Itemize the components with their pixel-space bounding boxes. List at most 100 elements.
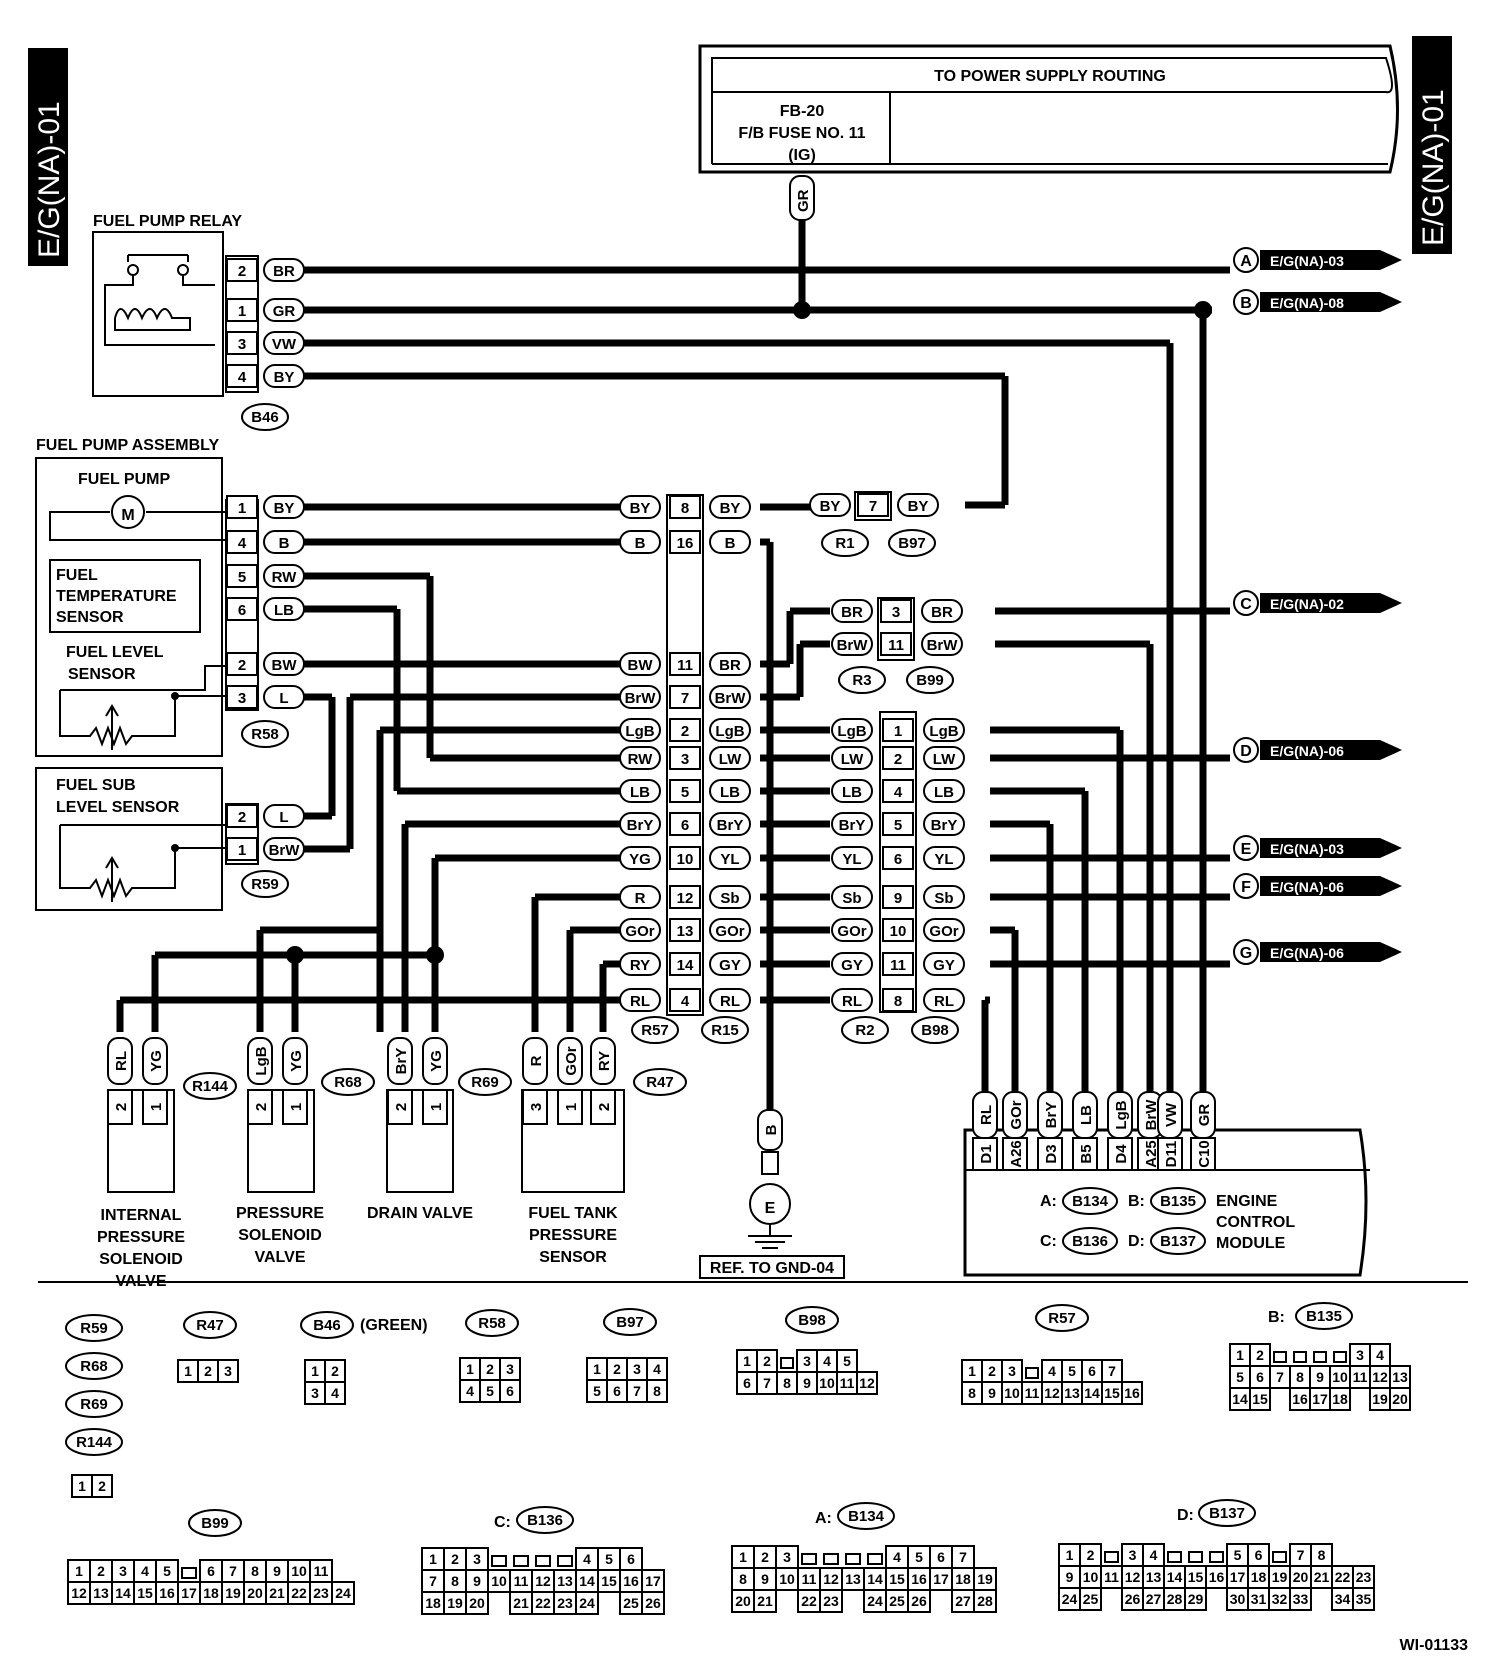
- r2-pin-11: 11: [890, 957, 906, 974]
- legend-b137-grid-cell-2-3: 26: [1125, 1591, 1141, 1607]
- legend-b134-grid-cell-0-10: 7: [959, 1549, 967, 1565]
- legend-b98-grid-cell-1-6: 12: [859, 1375, 875, 1391]
- r1-wire: BY: [820, 498, 841, 515]
- legend-stack-1-shape: [65, 1352, 123, 1380]
- assembly-pin-6: 6: [238, 602, 246, 619]
- legend-b136-grid-cell-0-9: 6: [627, 1551, 635, 1567]
- legend-r57-grid-cell-1-0: 8: [968, 1385, 976, 1401]
- r57-wire-4-shape: [619, 718, 661, 742]
- assembly-wire-B-shape: [263, 530, 305, 554]
- legend-small-cell-0-1: 2: [98, 1478, 106, 1494]
- r57-pin-3-shape: [669, 746, 701, 770]
- legend-r58-grid-cell-0-1: 2: [486, 1361, 494, 1377]
- ecm-b-label: B:: [1128, 1193, 1145, 1210]
- legend-b135: B135: [1306, 1308, 1342, 1325]
- legend-b137-grid-cell-0-8: 5: [1234, 1547, 1242, 1563]
- legend-r58-shape: [465, 1309, 519, 1337]
- legend-b134-grid-cell-1-8: 16: [911, 1571, 927, 1587]
- legend-b99-grid-cell-1-1: 13: [93, 1585, 109, 1601]
- r57-pin-11-shape: [669, 652, 701, 676]
- legend-b97-grid-cell-0-2: 3: [633, 1361, 641, 1377]
- sub-wire-L: L: [279, 809, 288, 826]
- legend-b136-grid-cell-0-0: 1: [429, 1551, 437, 1567]
- legend-r57-grid-cell-1-4: 12: [1044, 1385, 1060, 1401]
- assembly-wire-BW: BW: [272, 657, 298, 674]
- valve-0-pin-shape-1: [142, 1089, 168, 1125]
- b98-wire-0-shape: [923, 718, 965, 742]
- legend-stack-3-shape: [65, 1428, 123, 1456]
- valve-3-pin-shape-1: [557, 1089, 583, 1125]
- legend-b137-grid-cell-1-0: 9: [1066, 1569, 1074, 1585]
- legend-b99-grid-cell-0-3: 4: [141, 1563, 149, 1579]
- ecm-pin-shape-0: [972, 1137, 998, 1171]
- r57-wire-12: RL: [630, 993, 650, 1010]
- legend-b134-grid-key-0-3: [801, 1553, 817, 1565]
- relay-connector: B46: [251, 409, 279, 426]
- b99-wire-1-shape: [921, 632, 963, 656]
- valve-1-wire-0: LgB: [253, 1046, 270, 1075]
- legend-b135-grid-cell-2-0: 14: [1232, 1391, 1248, 1407]
- legend-b135-grid-key-0-4: [1313, 1351, 1327, 1363]
- legend-b134-grid-cell-2-7: 25: [889, 1593, 905, 1609]
- legend-b137-grid-key-0-10: [1272, 1551, 1287, 1563]
- r2-connector-shape: [841, 1016, 889, 1044]
- legend-b134-grid-cell-1-5: 13: [845, 1571, 861, 1587]
- legend-b135-grid-cell-0-0: 1: [1236, 1347, 1244, 1363]
- assembly-wire-L-shape: [263, 685, 305, 709]
- r15-wire-12: RL: [720, 993, 740, 1010]
- relay-wire-VW: VW: [272, 336, 297, 353]
- ecm-d-connector-shape: [1150, 1227, 1206, 1255]
- r57-wire-4: LgB: [625, 723, 654, 740]
- legend-r47-grid-cell-shape-0-2: [217, 1359, 239, 1383]
- legend-b98-grid-cell-1-4: 10: [819, 1375, 835, 1391]
- legend-b136-grid-cell-0-8: 5: [605, 1551, 613, 1567]
- b98-wire-5-shape: [923, 885, 965, 909]
- legend-b134-grid-cell-1-3: 11: [802, 1571, 817, 1587]
- legend-b46-shape: [300, 1311, 354, 1339]
- b98-wire-8: RL: [934, 993, 954, 1010]
- fuse-line-3: (IG): [788, 147, 816, 164]
- legend-b137-grid-cell-1-13: 22: [1335, 1569, 1351, 1585]
- legend-b98-grid-key-0-2: [780, 1357, 794, 1369]
- valve-0-pin-shape-0: [107, 1089, 133, 1125]
- legend-b98-grid-cell-0-4: 4: [823, 1353, 831, 1369]
- ref-e-circle: [1233, 835, 1259, 861]
- legend-r47-grid-cell-0-2: 3: [224, 1363, 232, 1379]
- legend-b137-grid-cell-1-10: 19: [1272, 1569, 1288, 1585]
- r2-connector: R2: [855, 1022, 874, 1039]
- ecm-pin-shape-2: [1037, 1137, 1063, 1171]
- ecm-pin-shape-1: [1002, 1137, 1028, 1171]
- legend-b137-grid-cell-2-8: 30: [1230, 1591, 1246, 1607]
- relay-wire-BR-shape: [263, 258, 305, 282]
- legend-b137-grid-cell-0-9: 6: [1255, 1547, 1263, 1563]
- legend-b137: B137: [1209, 1505, 1245, 1522]
- valve-2-wire-0: BrY: [393, 1048, 410, 1075]
- legend-b137-grid-cell-1-4: 13: [1146, 1569, 1162, 1585]
- power-supply-box: TO POWER SUPPLY ROUTING FB-20 F/B FUSE N…: [698, 44, 1399, 174]
- legend-b135-grid-cell-2-4: 17: [1312, 1391, 1328, 1407]
- legend-b137-grid-cell-shape-2-6: [1184, 1587, 1207, 1611]
- b98-wire-2: LB: [934, 784, 954, 801]
- legend-b137-grid-cell-2-0: 24: [1062, 1591, 1078, 1607]
- legend-b99-grid-cell-1-6: 18: [203, 1585, 219, 1601]
- sub-sensor-l2: LEVEL SENSOR: [56, 799, 180, 816]
- motor-symbol: M: [121, 507, 134, 524]
- assembly-wire-LB-shape: [263, 597, 305, 621]
- r15-wire-1-shape: [709, 530, 751, 554]
- legend-b135-grid-key-0-2: [1273, 1351, 1287, 1363]
- r57-wire-0: BY: [630, 500, 651, 517]
- fuse-line-2: F/B FUSE NO. 11: [738, 125, 865, 142]
- legend-b135-shape: [1295, 1302, 1353, 1330]
- valve-3-name-0: FUEL TANK: [528, 1205, 618, 1222]
- fuse-line-1: FB-20: [780, 103, 825, 120]
- legend-b136-grid-cell-shape-2-7: [575, 1591, 599, 1615]
- legend-b134-grid-cell-shape-2-4: [819, 1589, 843, 1613]
- legend-b134-grid-cell-2-8: 26: [911, 1593, 927, 1609]
- valve-2-pin-0: 2: [393, 1103, 410, 1111]
- legend-b136-grid-key-0-4: [513, 1555, 529, 1567]
- legend-b134-grid-cell-2-4: 23: [823, 1593, 839, 1609]
- legend-r47-shape: [183, 1311, 237, 1339]
- legend-b137-grid-cell-2-1: 25: [1083, 1591, 1099, 1607]
- b98-wire-5: Sb: [934, 890, 953, 907]
- legend-b135-grid-cell-1-1: 6: [1256, 1369, 1264, 1385]
